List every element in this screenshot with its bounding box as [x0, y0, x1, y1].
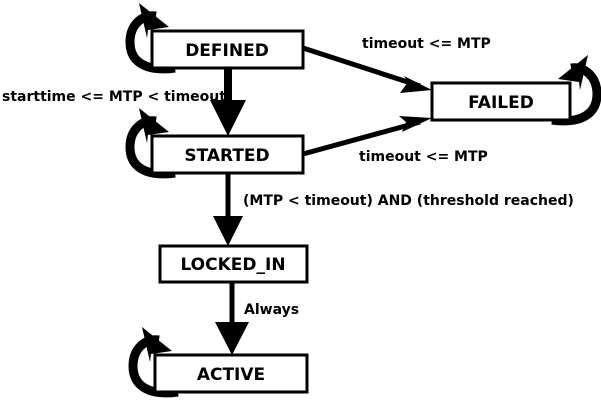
- state-label-started: STARTED: [184, 146, 269, 166]
- state-node-defined[interactable]: DEFINED: [150, 29, 305, 70]
- edge-label-defined-to-failed: timeout <= MTP: [362, 36, 491, 52]
- state-node-active[interactable]: ACTIVE: [153, 353, 309, 394]
- state-box-defined[interactable]: [150, 29, 305, 70]
- transition-defined-to-started: [210, 68, 246, 136]
- state-box-started[interactable]: [150, 134, 305, 175]
- state-box-locked-in[interactable]: [158, 244, 309, 284]
- transition-locked-in-to-active: [215, 282, 249, 355]
- edge-label-started-to-locked-in: (MTP < timeout) AND (threshold reached): [243, 193, 574, 209]
- state-node-started[interactable]: STARTED: [150, 134, 305, 175]
- edge-label-started-to-failed: timeout <= MTP: [359, 149, 488, 165]
- transition-started-to-locked-in: [213, 173, 243, 246]
- edge-label-defined-to-started: starttime <= MTP < timeout: [2, 89, 226, 105]
- state-label-active: ACTIVE: [197, 365, 265, 385]
- transition-started-to-failed: [302, 116, 432, 157]
- edge-label-locked-in-to-active: Always: [244, 302, 299, 318]
- state-node-failed[interactable]: FAILED: [430, 81, 572, 122]
- state-node-locked-in[interactable]: LOCKED_IN: [158, 244, 309, 284]
- state-box-active[interactable]: [153, 353, 309, 394]
- failed-self-loop-icon: [551, 55, 601, 126]
- state-label-defined: DEFINED: [185, 41, 269, 61]
- transition-defined-to-failed: [302, 45, 432, 93]
- state-label-failed: FAILED: [468, 93, 534, 113]
- state-box-failed[interactable]: [430, 81, 572, 122]
- state-label-locked-in: LOCKED_IN: [180, 255, 285, 275]
